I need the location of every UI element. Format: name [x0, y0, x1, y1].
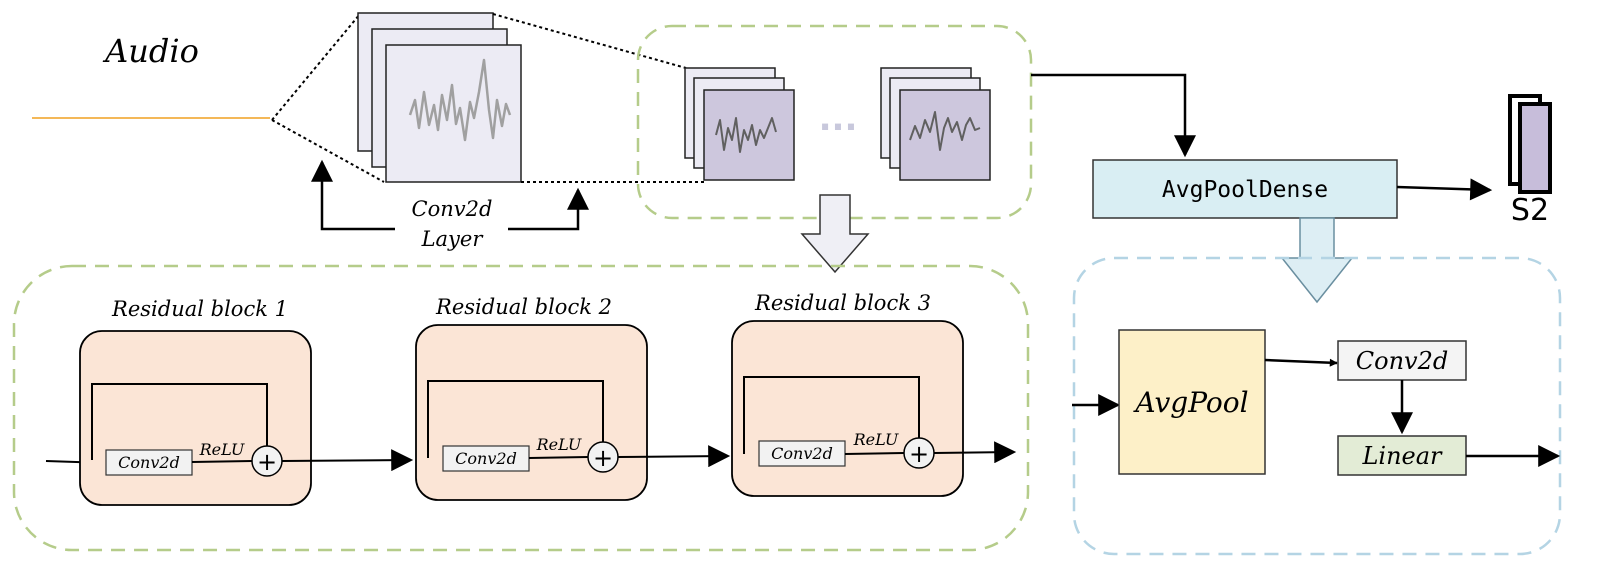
- avgpool-to-conv-arrow: [1264, 358, 1338, 367]
- linear-box: [1337, 435, 1467, 476]
- small-feature-map-stack-2: [880, 67, 991, 181]
- ellipsis: ...: [819, 99, 858, 139]
- conv-to-sum-line: [528, 456, 589, 459]
- output-front-card: [1518, 102, 1552, 194]
- conv2d-label: Conv2d: [118, 453, 180, 472]
- head-flow-arrow: [1280, 217, 1354, 304]
- conv-layer-label-line2: Layer: [421, 227, 485, 251]
- residual-block-2: Residual block 2 Conv2d ReLU +: [415, 295, 648, 501]
- sum-symbol: +: [593, 444, 613, 472]
- signal-trace: [408, 58, 512, 142]
- conv2d-label: Conv2d: [455, 449, 517, 468]
- small-signal-trace-1: [715, 117, 777, 153]
- conv-layer-right-arrow: [508, 187, 589, 231]
- sum-symbol: +: [909, 440, 929, 468]
- down-flow-arrow: [800, 194, 870, 274]
- residual-block-body: [415, 324, 648, 501]
- head-conv2d-label: Conv2d: [1356, 347, 1448, 375]
- conv-layer-label-line1: Conv2d: [412, 197, 493, 221]
- residual-block-title: Residual block 1: [111, 297, 288, 321]
- large-feature-map-stack: [357, 12, 522, 183]
- output-label: S2: [1511, 193, 1549, 228]
- residual-block-title: Residual block 3: [754, 291, 931, 315]
- small-signal-trace-2: [909, 111, 981, 151]
- residual-block-1: Residual block 1 Conv2d ReLU +: [79, 297, 312, 506]
- conv-to-sum-line: [844, 452, 905, 455]
- residual-block-3: Residual block 3 Conv2d ReLU +: [731, 291, 964, 497]
- block3-output-arrow: [933, 441, 1017, 464]
- audio-label: Audio: [102, 32, 199, 70]
- avgpooldense-label: AvgPoolDense: [1162, 177, 1328, 203]
- residual-block-body: [731, 320, 964, 497]
- conv-layer-left-arrow: [311, 159, 395, 231]
- avgpooldense-box: [1092, 159, 1398, 219]
- to-output-arrow: [1396, 178, 1493, 201]
- conv2d-box: [442, 445, 530, 472]
- projection-line-top-right: [492, 13, 687, 69]
- avgpool-box: [1118, 329, 1266, 475]
- skip-connection: [91, 383, 268, 460]
- conv-to-sum-line: [191, 460, 253, 463]
- conv2d-box: [758, 440, 846, 467]
- skip-connection: [743, 376, 920, 454]
- relu-label: ReLU: [853, 430, 899, 449]
- skip-connection: [427, 380, 604, 458]
- relu-label: ReLU: [199, 440, 245, 459]
- residual-container: [12, 264, 1030, 552]
- conv2d-box: [105, 449, 193, 476]
- conv2d-label: Conv2d: [771, 444, 833, 463]
- projection-line-top-left: [271, 13, 361, 121]
- small-map-front: [899, 89, 991, 181]
- output-stack: [1508, 94, 1552, 194]
- linear-label: Linear: [1361, 442, 1443, 470]
- head-conv2d-box: [1337, 340, 1467, 381]
- avgpool-label: AvgPool: [1132, 386, 1248, 419]
- to-avgpooldense-arrow: [1031, 73, 1196, 158]
- block2-to-block3-arrow: [617, 445, 731, 468]
- relu-label: ReLU: [536, 435, 582, 454]
- block1-to-block2-arrow: [281, 449, 414, 472]
- audio-waveform: [30, 80, 272, 156]
- small-feature-map-stack-1: [684, 67, 795, 181]
- sum-symbol: +: [257, 448, 277, 476]
- residual-block-title: Residual block 2: [435, 295, 612, 319]
- residual-block-body: [79, 330, 312, 506]
